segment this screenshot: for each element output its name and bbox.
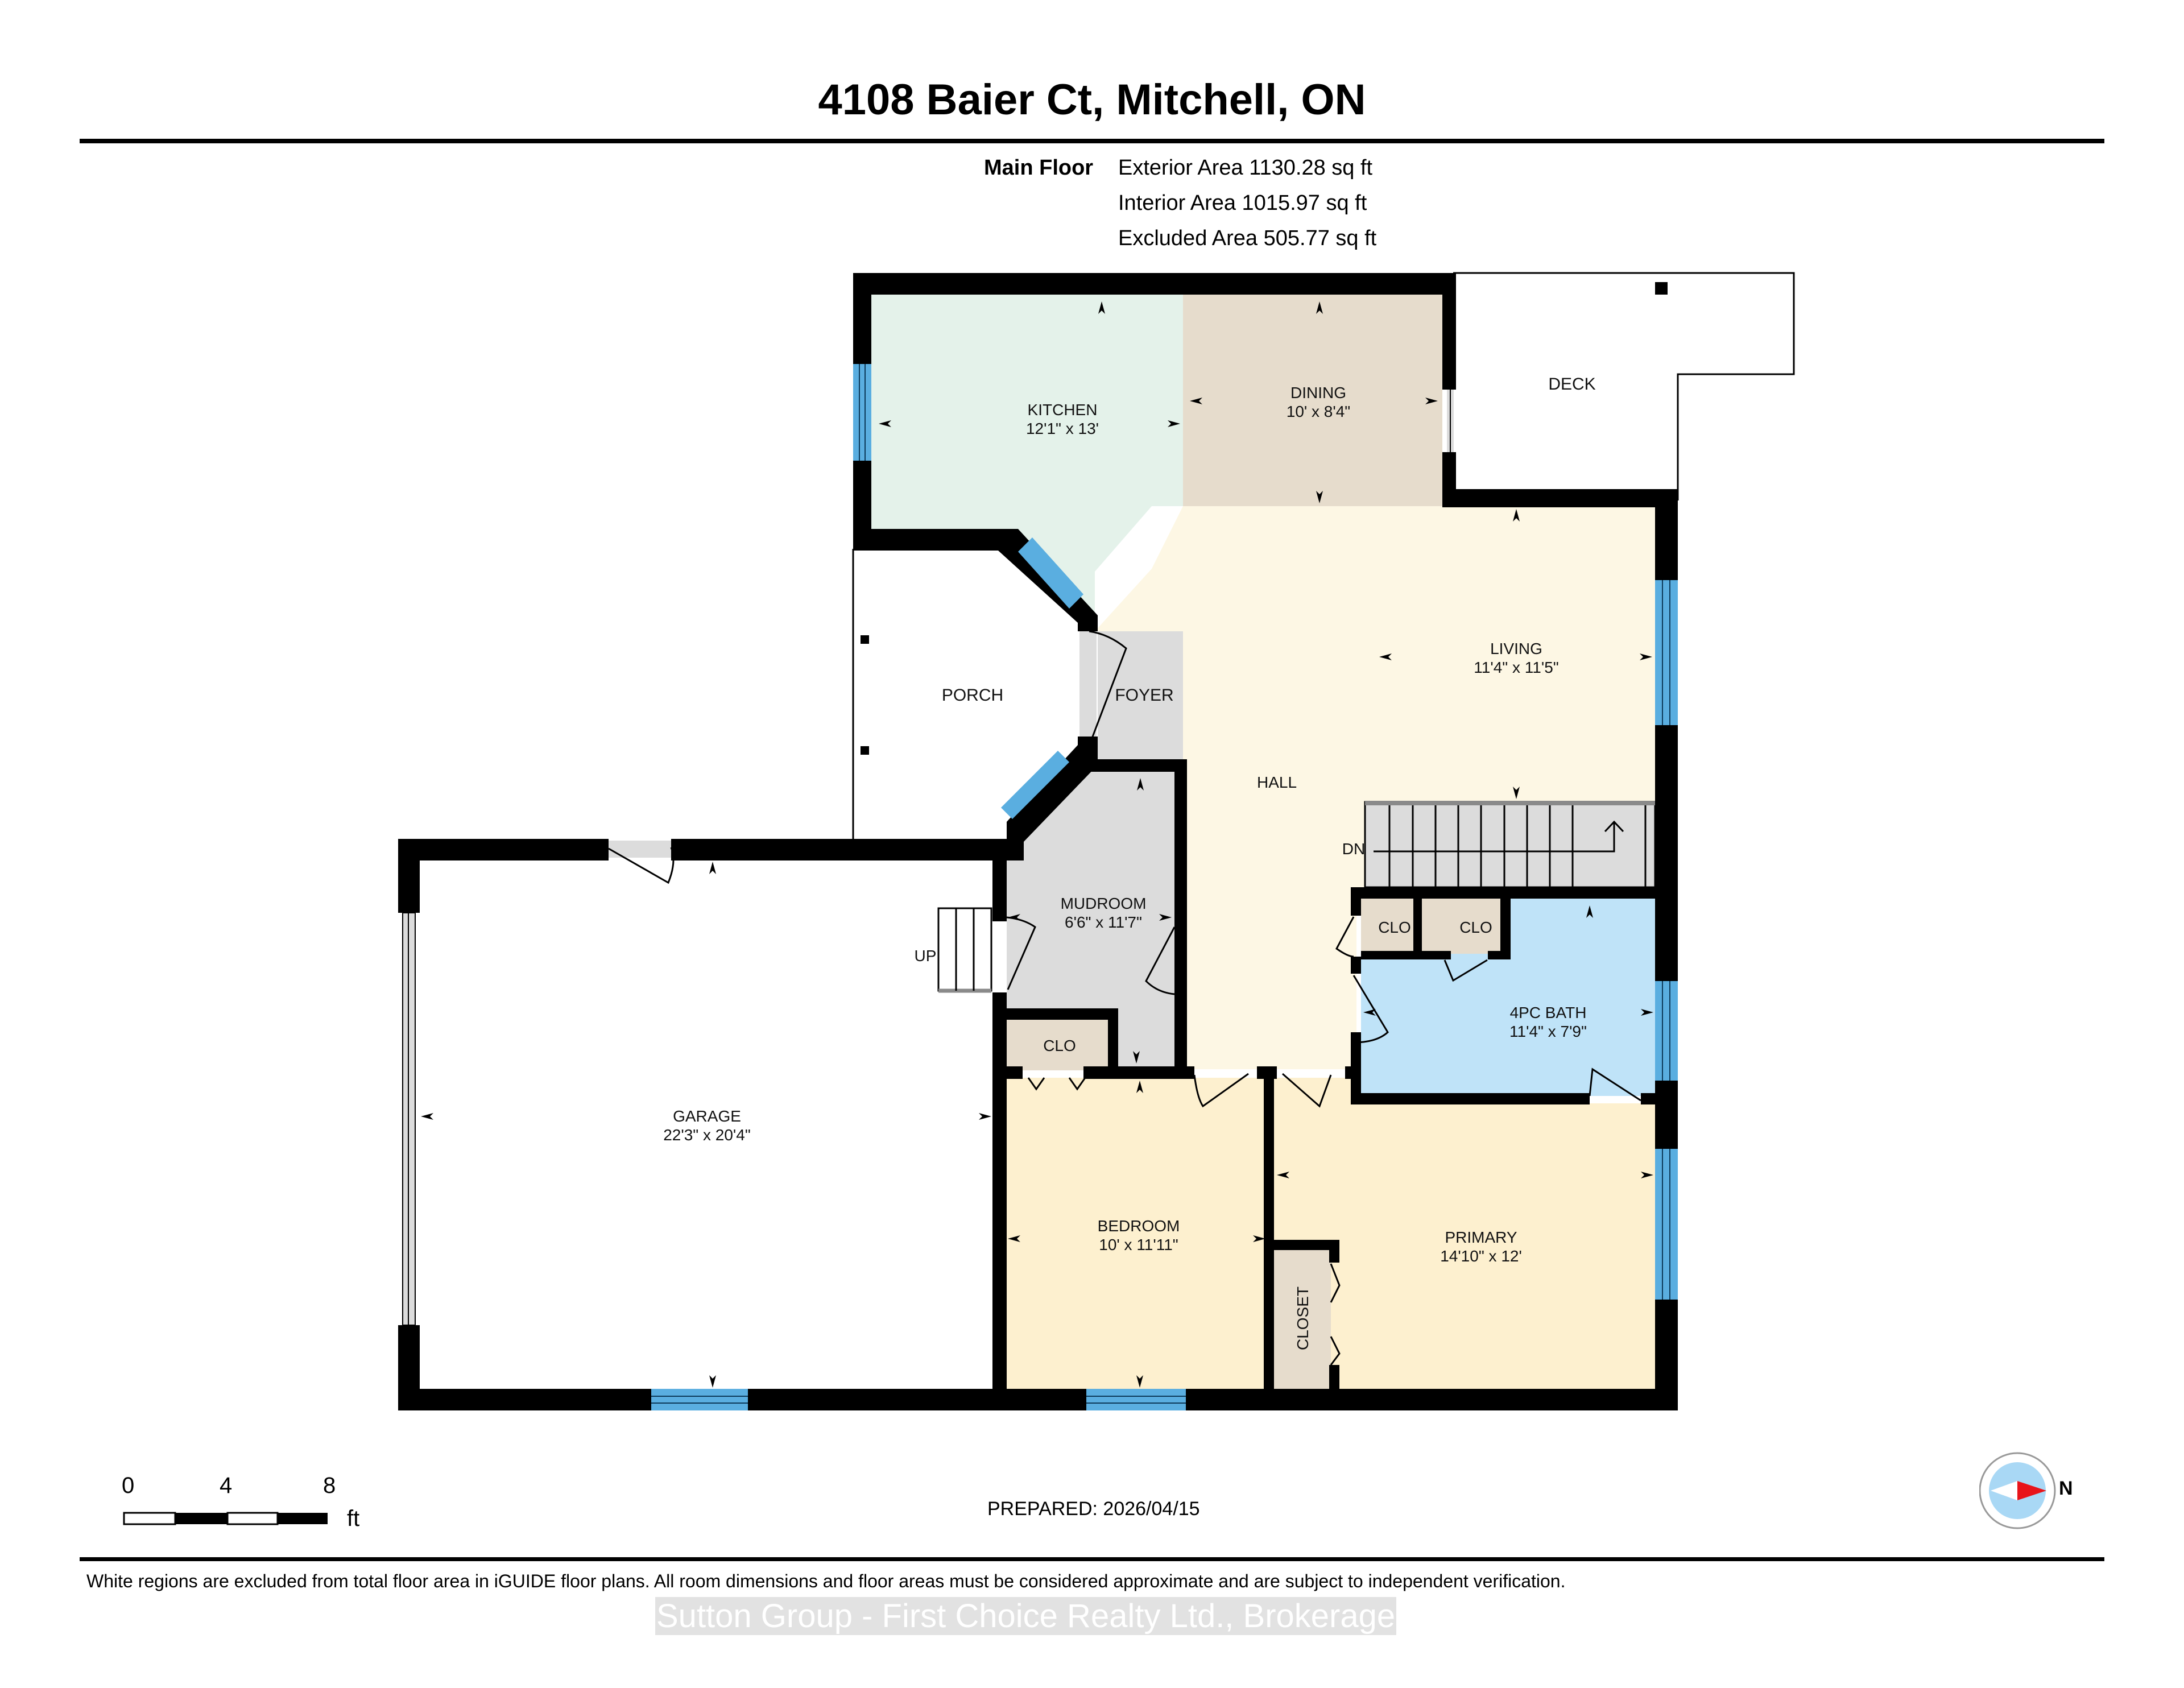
- doors: [608, 630, 1641, 1366]
- room-dining: [1183, 295, 1442, 506]
- room-clo-mudroom: [1006, 1018, 1108, 1070]
- stairs-up-label: UP: [915, 947, 937, 965]
- bedroom-name: BEDROOM: [1098, 1217, 1180, 1235]
- scale-bar: 0 4 8 ft: [119, 1473, 381, 1536]
- interior-area: Interior Area 1015.97 sq ft: [1118, 191, 1367, 215]
- mudroom-name: MUDROOM: [1061, 895, 1147, 912]
- scale-unit: ft: [347, 1506, 360, 1531]
- bath-dims: 11'4" x 7'9": [1509, 1023, 1587, 1040]
- kitchen-dims: 12'1" x 13': [1026, 420, 1099, 437]
- scale-tick-8: 8: [323, 1473, 336, 1498]
- window-garage: [651, 1389, 748, 1410]
- walls: [398, 273, 1678, 1410]
- window-bedroom: [1086, 1389, 1186, 1410]
- living-dims: 11'4" x 11'5": [1474, 659, 1558, 676]
- room-clo-hall-1: [1361, 894, 1413, 954]
- dimension-markers: [421, 301, 1653, 1388]
- scale-tick-4: 4: [220, 1473, 233, 1498]
- deck-outline: [1453, 272, 1795, 500]
- garage-name: GARAGE: [673, 1107, 741, 1125]
- window-kitchen-angle: [1018, 537, 1083, 609]
- mudroom-dims: 6'6" x 11'7": [1065, 913, 1142, 931]
- room-mudroom: [1007, 765, 1174, 1066]
- porch-post-2: [861, 746, 869, 755]
- page-title: 4108 Baier Ct, Mitchell, ON: [818, 76, 1366, 124]
- dining-name: DINING: [1290, 384, 1346, 402]
- porch-name: PORCH: [942, 686, 1003, 705]
- living-name: LIVING: [1490, 640, 1542, 657]
- stairs-down: [1364, 801, 1656, 888]
- bath-name: 4PC BATH: [1510, 1004, 1587, 1021]
- window-living: [1655, 580, 1678, 725]
- room-kitchen: [870, 295, 1183, 626]
- window-primary: [1655, 1149, 1678, 1300]
- scale-tick-0: 0: [122, 1473, 135, 1498]
- clo-hall-1-name: CLO: [1378, 919, 1411, 936]
- room-foyer: [1098, 631, 1183, 765]
- stairs-down-label: DN: [1342, 840, 1365, 858]
- garage-dims: 22'3" x 20'4": [663, 1126, 751, 1144]
- window-mudroom-angle: [1001, 751, 1069, 819]
- hall-name: HALL: [1257, 773, 1297, 791]
- disclaimer: White regions are excluded from total fl…: [86, 1571, 1566, 1591]
- clo-mudroom-name: CLO: [1043, 1037, 1076, 1054]
- window-kitchen: [853, 364, 871, 461]
- room-bedroom: [1006, 1078, 1267, 1389]
- compass-north-label: N: [2059, 1478, 2073, 1499]
- closet-name: CLOSET: [1294, 1286, 1312, 1350]
- primary-dims: 14'10" x 12': [1440, 1247, 1522, 1265]
- room-living-hall: [1095, 500, 1655, 1069]
- room-primary: [1274, 1078, 1656, 1389]
- windows: [651, 364, 1678, 1410]
- floor-label: Main Floor: [984, 156, 1094, 180]
- stairs-up: [937, 907, 992, 993]
- porch-post-1: [861, 635, 869, 644]
- room-clo-hall-2: [1422, 894, 1500, 954]
- excluded-area: Excluded Area 505.77 sq ft: [1118, 226, 1377, 250]
- brokerage-watermark: Sutton Group - First Choice Realty Ltd.,…: [655, 1597, 1397, 1635]
- primary-name: PRIMARY: [1445, 1228, 1517, 1246]
- kitchen-name: KITCHEN: [1028, 401, 1098, 419]
- exterior-area: Exterior Area 1130.28 sq ft: [1118, 156, 1373, 180]
- clo-hall-2-name: CLO: [1459, 919, 1492, 936]
- header-divider: [80, 139, 2104, 143]
- footer-divider: [80, 1557, 2104, 1561]
- dining-dims: 10' x 8'4": [1287, 403, 1350, 420]
- bedroom-dims: 10' x 11'11": [1099, 1236, 1178, 1253]
- foyer-name: FOYER: [1115, 686, 1173, 705]
- deck-name: DECK: [1548, 375, 1595, 394]
- deck-post: [1655, 282, 1668, 295]
- window-bath: [1655, 981, 1678, 1081]
- compass-icon: N: [1979, 1448, 2073, 1533]
- prepared-date: PREPARED: 2026/04/15: [987, 1498, 1200, 1520]
- room-closet: [1274, 1248, 1331, 1389]
